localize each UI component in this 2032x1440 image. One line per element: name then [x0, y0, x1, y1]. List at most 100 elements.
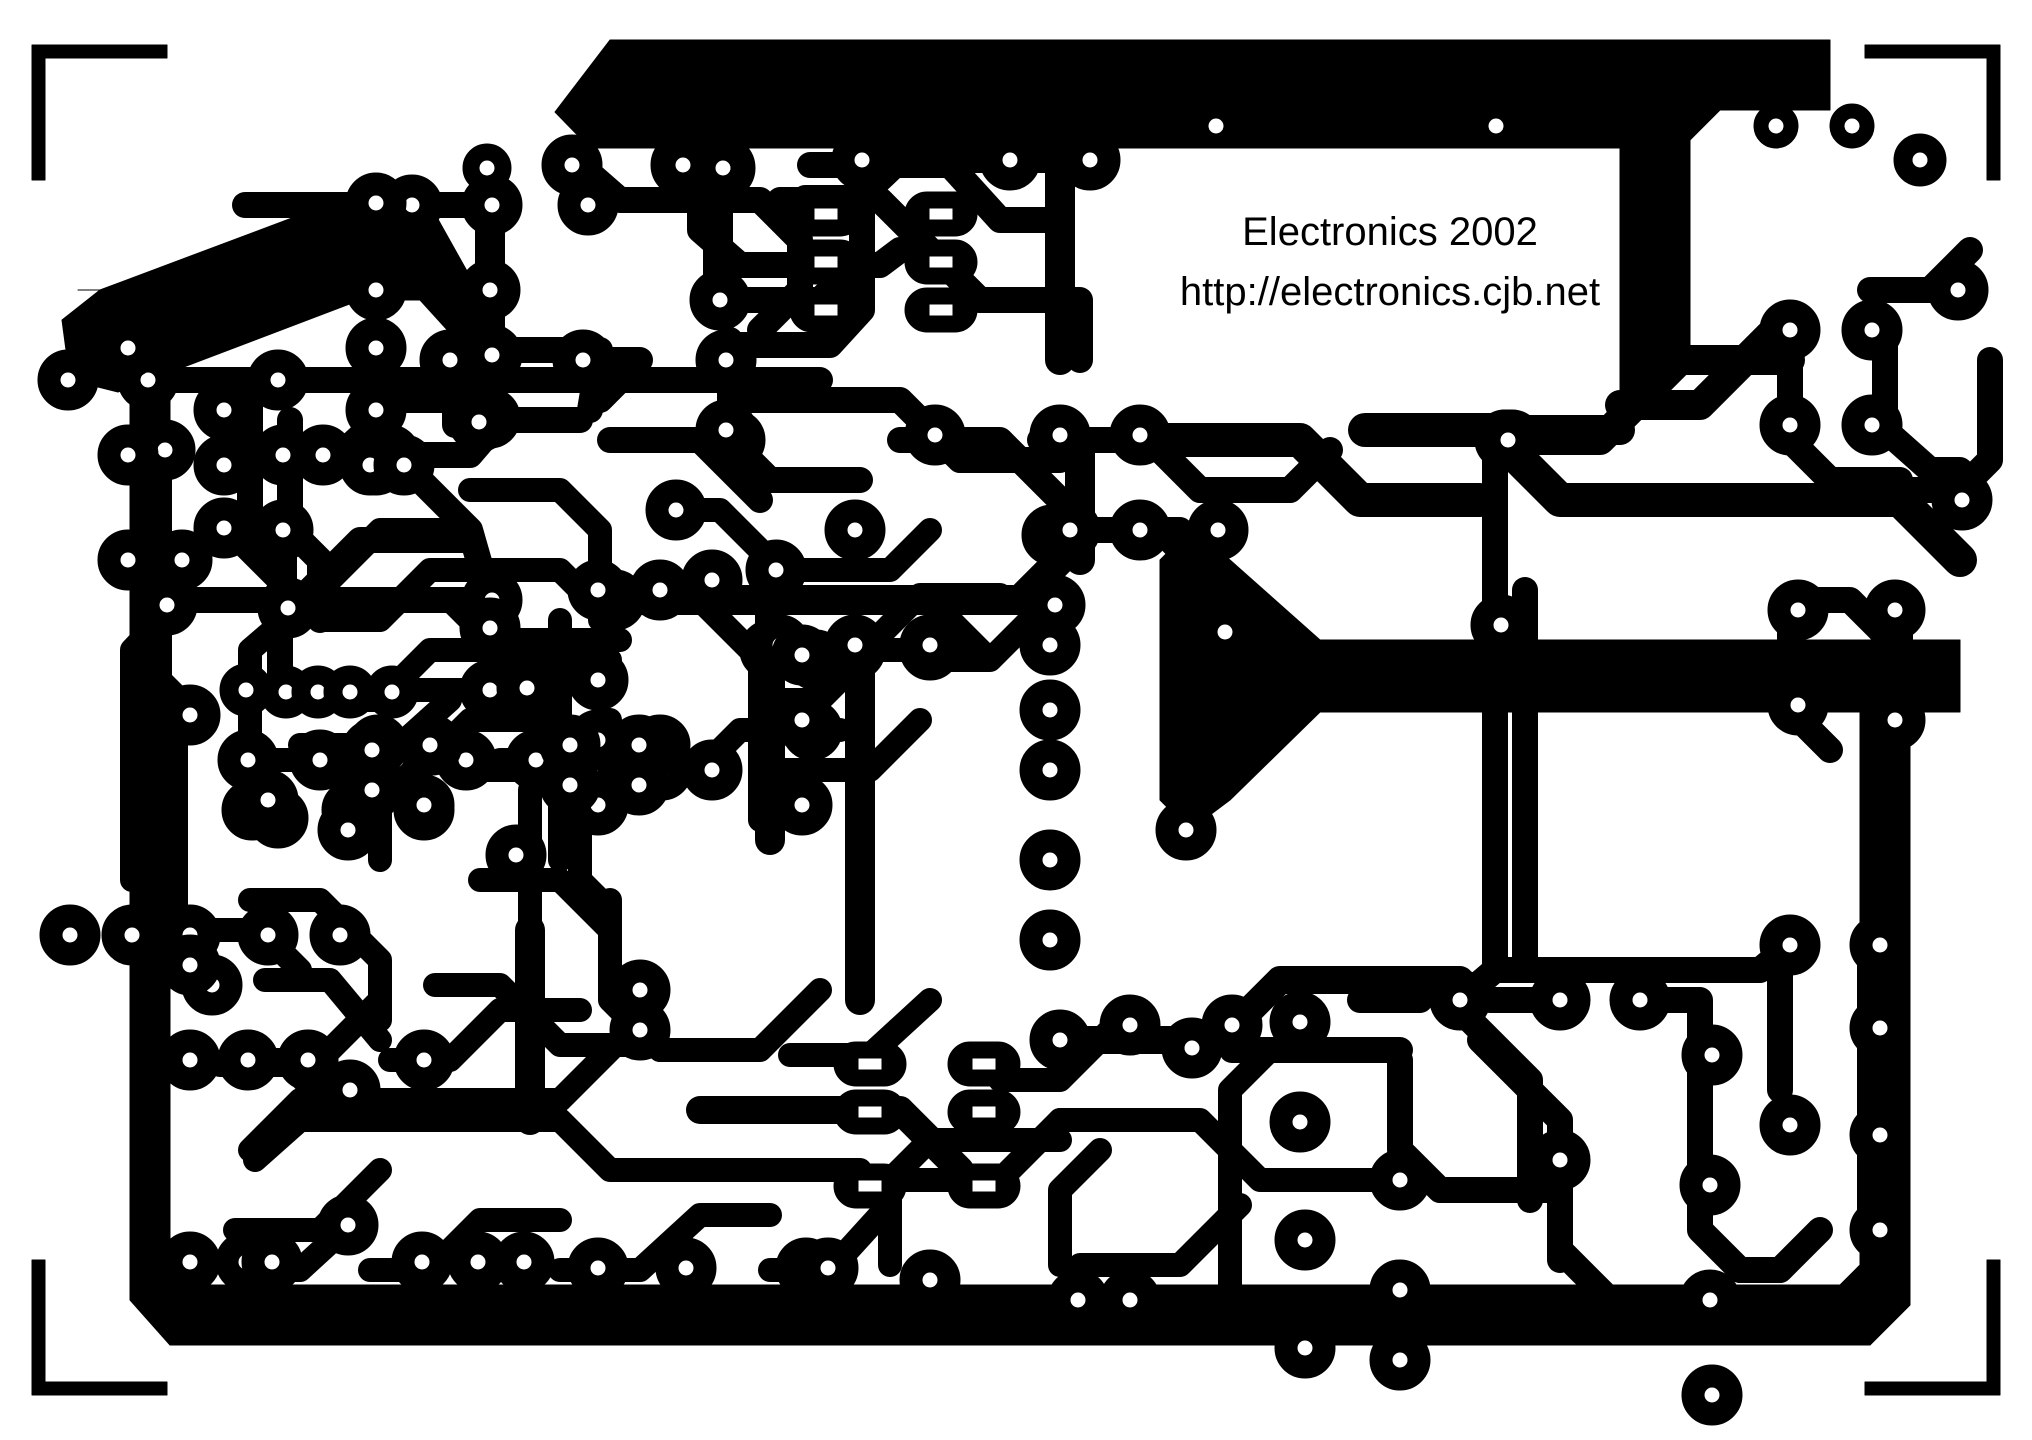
pad	[367, 339, 385, 357]
credit-line-1: Electronics 2002	[1242, 210, 1538, 254]
pad	[1216, 623, 1234, 641]
pad	[651, 581, 669, 599]
pad	[1081, 151, 1099, 169]
pad	[415, 796, 433, 814]
trace	[1068, 1193, 1252, 1277]
oblong-pad	[904, 287, 978, 333]
pad	[631, 1021, 649, 1039]
trace	[1151, 423, 1497, 517]
pad	[299, 1051, 317, 1069]
pad	[589, 1259, 607, 1277]
pad	[1041, 701, 1059, 719]
pad	[383, 683, 401, 701]
pad	[563, 156, 581, 174]
pad	[470, 413, 488, 431]
pad	[415, 1051, 433, 1069]
oblong-pad	[833, 1163, 907, 1209]
pad	[421, 736, 439, 754]
pad	[518, 679, 536, 697]
pad	[1121, 1016, 1139, 1034]
oblong-pad	[947, 1089, 1021, 1135]
trace	[428, 1108, 872, 1182]
pad	[123, 926, 141, 944]
pad	[481, 681, 499, 699]
pad	[139, 371, 157, 389]
pad	[717, 351, 735, 369]
pad	[469, 1253, 487, 1271]
pad	[1487, 117, 1505, 135]
pad	[1291, 1013, 1309, 1031]
pad	[767, 561, 785, 579]
oblong-pad	[789, 239, 863, 285]
pad	[1781, 1116, 1799, 1134]
trace	[1467, 1027, 1573, 1273]
pad	[1177, 821, 1195, 839]
registration-mark-bottom-right	[1864, 1259, 2001, 1396]
pad	[711, 291, 729, 309]
pad	[1296, 1339, 1314, 1357]
pad	[367, 194, 385, 212]
pad	[339, 821, 357, 839]
pad	[339, 1216, 357, 1234]
registration-marks	[31, 44, 2001, 1396]
pad	[1953, 491, 1971, 509]
pad	[269, 371, 287, 389]
pad	[215, 519, 233, 537]
pad	[215, 401, 233, 419]
credit-text-block: Electronics 2002 http://electronics.cjb.…	[1180, 210, 1600, 314]
pad	[561, 776, 579, 794]
pad	[341, 1081, 359, 1099]
pad	[156, 441, 174, 459]
trace	[238, 1028, 632, 1162]
pad	[158, 596, 176, 614]
pad	[259, 791, 277, 809]
pad	[1046, 596, 1064, 614]
pad	[1703, 1386, 1721, 1404]
pad	[579, 196, 597, 214]
registration-mark-bottom-left	[31, 1259, 168, 1396]
pad	[1499, 431, 1517, 449]
pad	[1631, 991, 1649, 1009]
pad	[181, 706, 199, 724]
pad	[1789, 696, 1807, 714]
pad	[1886, 711, 1904, 729]
pad	[561, 736, 579, 754]
pad	[589, 671, 607, 689]
trace	[687, 187, 913, 278]
trace	[1348, 413, 1977, 577]
pad	[1223, 1016, 1241, 1034]
pad	[119, 339, 137, 357]
pad	[1871, 936, 1889, 954]
pad	[59, 371, 77, 389]
pad	[119, 551, 137, 569]
pad	[630, 736, 648, 754]
pad	[481, 619, 499, 637]
pad	[1391, 1171, 1409, 1189]
trace	[1048, 1108, 1412, 1192]
oblong-pad	[904, 191, 978, 237]
pad	[846, 521, 864, 539]
pad	[311, 751, 329, 769]
pad	[1781, 936, 1799, 954]
pad	[630, 776, 648, 794]
pad	[1911, 151, 1929, 169]
pad	[1296, 1231, 1314, 1249]
pad	[1492, 616, 1510, 634]
pad	[363, 781, 381, 799]
pad	[921, 636, 939, 654]
pad	[1051, 1031, 1069, 1049]
pad	[1886, 601, 1904, 619]
oblong-pad	[789, 287, 863, 333]
pad	[1451, 991, 1469, 1009]
oblong-pad	[947, 1163, 1021, 1209]
pad	[853, 151, 871, 169]
credit-line-2: http://electronics.cjb.net	[1180, 270, 1600, 314]
pad	[1061, 521, 1079, 539]
trace	[120, 438, 172, 892]
pad	[181, 1051, 199, 1069]
pad	[274, 446, 292, 464]
pad	[119, 446, 137, 464]
pad	[483, 196, 501, 214]
pad	[589, 581, 607, 599]
